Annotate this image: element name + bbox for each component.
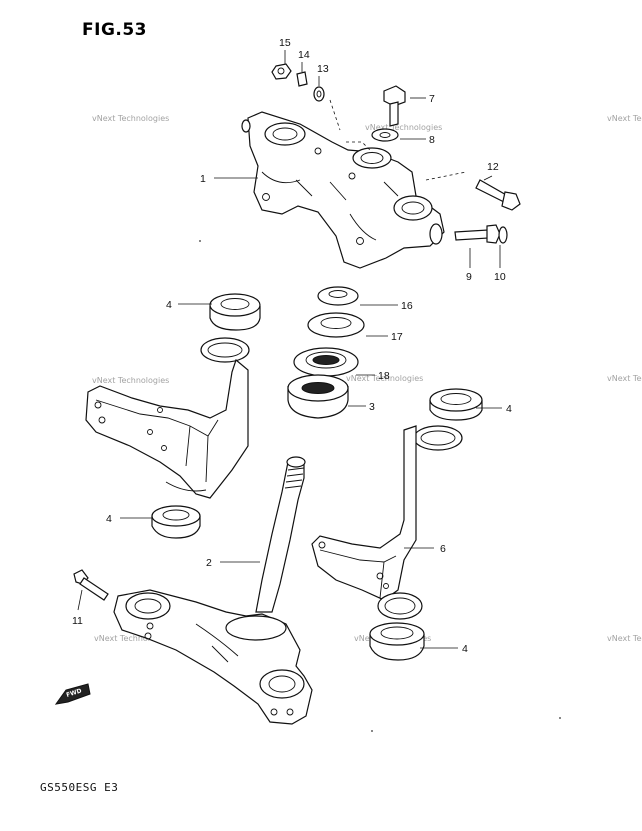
- watermark-text: vNext Technologies: [607, 634, 642, 643]
- model-code: GS550ESG E3: [40, 781, 119, 794]
- forward-arrow-icon: FWD: [54, 683, 91, 705]
- upper-bracket: [241, 111, 445, 269]
- seal-upper-right: [429, 388, 483, 421]
- callout-18: 18: [378, 370, 390, 382]
- watermark-text: vNext Technologies: [92, 376, 169, 385]
- lower-bracket-stem: [113, 456, 313, 725]
- scan-specks: [199, 240, 561, 732]
- callout-numbers: 15 14 13 7 8 1 12 9 10 4 16 17 18 3 4 4 …: [72, 37, 512, 655]
- left-cover: [85, 337, 250, 499]
- bolt-and-washer: [371, 85, 406, 142]
- callout-4: 4: [462, 643, 468, 655]
- seal-lower-left: [151, 505, 201, 539]
- upper-fasteners: [271, 63, 325, 102]
- callout-12: 12: [487, 161, 499, 173]
- callout-9: 9: [466, 271, 472, 283]
- watermark-text: vNext Technologies: [94, 634, 171, 643]
- watermark-text: vNext Technologies: [607, 114, 642, 123]
- bolt-12: [475, 179, 521, 211]
- callout-4: 4: [506, 403, 512, 415]
- callout-11: 11: [72, 615, 83, 627]
- bearing-stack: [287, 286, 365, 419]
- callout-8: 8: [429, 134, 435, 146]
- watermark-text: vNext Technologies: [365, 123, 442, 132]
- watermark-text: vNext Technologies: [346, 374, 423, 383]
- seal-lower-right: [369, 622, 425, 661]
- callout-14: 14: [298, 49, 310, 61]
- callout-7: 7: [429, 93, 435, 105]
- bolt-11: [73, 569, 109, 601]
- bolt-9-washer-10: [454, 224, 508, 244]
- callout-10: 10: [494, 271, 506, 283]
- watermark-text: vNext Technologies: [607, 374, 642, 383]
- right-cover: [311, 425, 463, 620]
- callout-17: 17: [391, 331, 403, 343]
- callout-1: 1: [200, 173, 206, 185]
- callout-3: 3: [369, 401, 375, 413]
- callout-2: 2: [206, 557, 212, 569]
- leader-lines: [77, 50, 502, 649]
- figure-title: FIG.53: [82, 20, 148, 40]
- seal-upper-left: [209, 293, 261, 331]
- forward-label: FWD: [65, 687, 82, 699]
- watermark-text: vNext Technologies: [92, 114, 169, 123]
- callout-13: 13: [317, 63, 329, 75]
- callout-16: 16: [401, 300, 413, 312]
- callout-4: 4: [106, 513, 112, 525]
- callout-6: 6: [440, 543, 446, 555]
- callout-15: 15: [279, 37, 291, 49]
- callout-4: 4: [166, 299, 172, 311]
